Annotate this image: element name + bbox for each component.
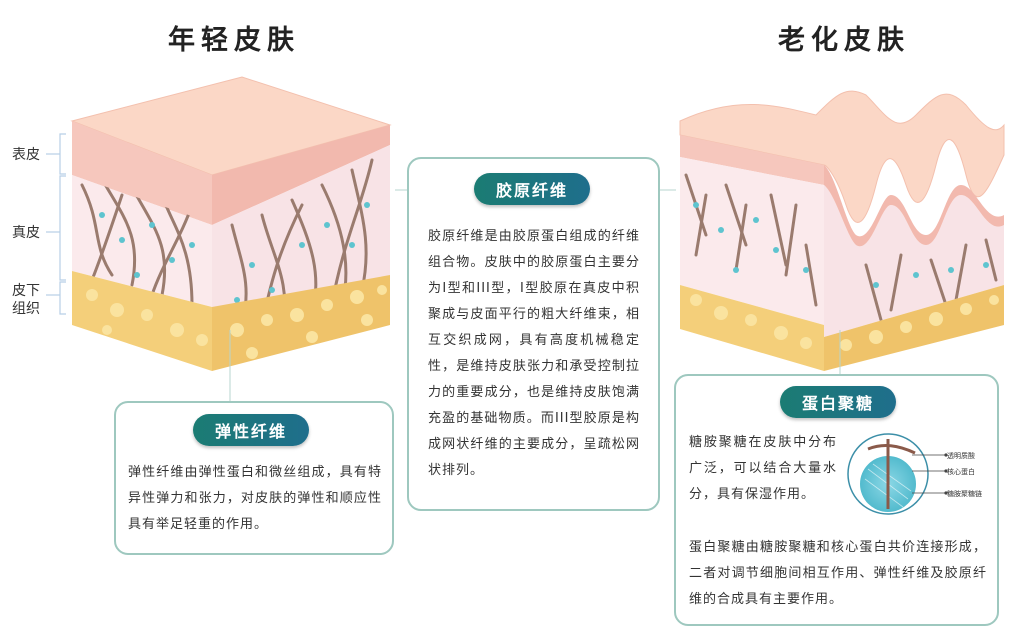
core-protein-label: 核心蛋白	[947, 468, 975, 476]
hyaluronic-acid-label: 透明质酸	[947, 452, 975, 460]
epidermis-label: 表皮	[12, 147, 40, 163]
proteoglycan-label-leaders	[912, 453, 948, 495]
aged-skin-title: 老化皮肤	[778, 25, 910, 56]
subcutaneous-label-line1: 皮下	[12, 283, 40, 299]
young-skin-illustration	[70, 76, 392, 371]
proteoglycan-text-bottom: 蛋白聚糖由糖胺聚糖和核心蛋白共价连接形成，二者对调节细胞间相互作用、弹性纤维及胶…	[689, 540, 987, 607]
young-skin-title: 年轻皮肤	[168, 25, 300, 56]
elastic-fiber-text: 弹性纤维由弹性蛋白和微丝组成，具有特异性弹力和张力，对皮肤的弹性和顺应性具有举足…	[128, 465, 382, 532]
collagen-fiber-title: 胶原纤维	[474, 173, 590, 205]
collagen-fiber-card	[407, 157, 660, 511]
proteoglycan-text-top: 糖胺聚糖在皮肤中分布广泛，可以结合大量水分，具有保湿作用。	[689, 435, 837, 502]
collagen-fiber-text: 胶原纤维是由胶原蛋白组成的纤维组合物。皮肤中的胶原蛋白主要分为I型和III型，I…	[428, 229, 640, 478]
dermis-label: 真皮	[12, 225, 40, 241]
gag-chain-label: 糖胺聚糖链	[947, 490, 982, 498]
subcutaneous-label-line2: 组织	[12, 301, 40, 317]
aged-skin-illustration	[679, 90, 1005, 371]
layer-brackets	[46, 133, 66, 315]
proteoglycan-title: 蛋白聚糖	[780, 386, 896, 418]
proteoglycan-molecule-diagram	[847, 433, 929, 515]
elastic-fiber-title: 弹性纤维	[193, 414, 309, 446]
